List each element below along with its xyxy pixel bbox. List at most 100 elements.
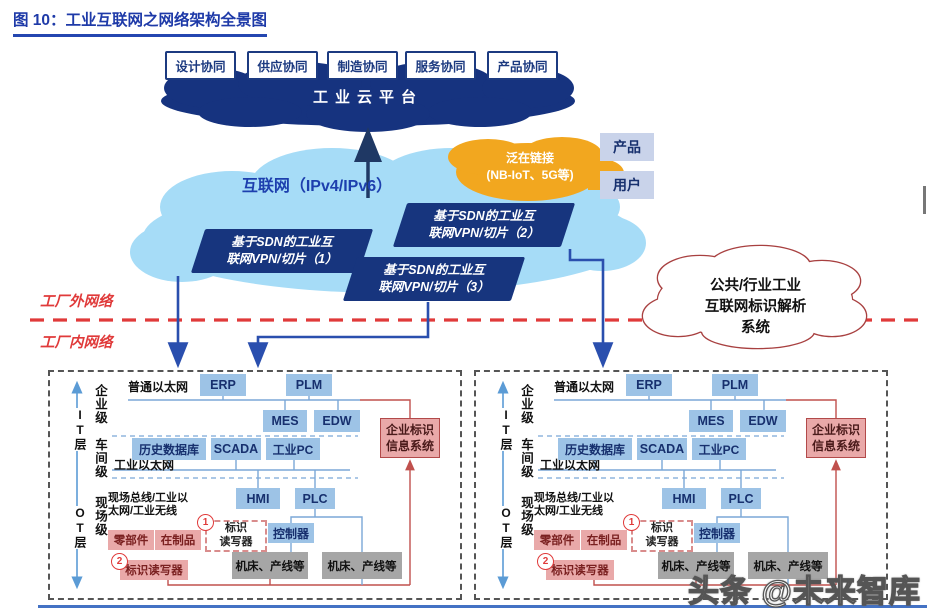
sdn-slice-1: 基于SDN的工业互 联网VPN/切片（1） [190, 229, 374, 273]
plain-ethernet-label: 普通以太网 [554, 380, 615, 394]
id-system-line2: 信息系统 [385, 439, 434, 453]
level-field-label: 现场级 [93, 496, 107, 537]
enterprise-id-system: 企业标识 信息系统 [380, 418, 440, 458]
sdn-slice-3-line1: 基于SDN的工业互 [383, 263, 485, 277]
sdn-slice-2: 基于SDN的工业互 联网VPN/切片（2） [392, 203, 576, 247]
machines-box-1: 机床、产线等 [658, 552, 734, 579]
collab-box-design: 设计协同 [165, 51, 236, 80]
resolution-line2: 互联网标识解析 [704, 299, 807, 316]
node-hmi: HMI [236, 488, 280, 509]
figure-title: 图 10：工业互联网之网络架构全景图 [13, 8, 268, 37]
level-enterprise-label: 企业级 [93, 384, 107, 425]
node-controller: 控制器 [694, 523, 740, 543]
sdn-slice-1-line2: 联网VPN/切片（1） [226, 251, 338, 266]
reader2-number-badge: 2 [111, 553, 128, 570]
id-reader-2: 标识读写器 [546, 560, 614, 580]
it-layer-label: IT层 [72, 408, 87, 451]
sdn-slice-1-line1: 基于SDN的工业互 [231, 235, 333, 249]
machines-box-2: 机床、产线等 [322, 552, 402, 579]
node-industrial-pc: 工业PC [692, 438, 746, 460]
industry-cloud-shape [161, 62, 575, 132]
node-wip: 在制品 [155, 530, 201, 550]
resolution-cloud-shape [641, 244, 868, 350]
node-plc: PLC [295, 488, 335, 509]
ot-layer-label: OT层 [72, 506, 87, 549]
node-hmi: HMI [662, 488, 706, 509]
node-parts: 零部件 [108, 530, 154, 550]
screen-edge-mark [923, 186, 926, 214]
node-erp: ERP [200, 374, 246, 396]
node-edw: EDW [740, 410, 786, 432]
node-plm: PLM [286, 374, 332, 396]
watermark: 头条 @未来智库 [687, 573, 921, 609]
factory-box-right: IT层 OT层 企业级 车间级 现场级 普通以太网 工业以太网 现场总线/工业以… [474, 370, 888, 600]
node-mes: MES [689, 410, 733, 432]
reader1-number-badge: 1 [197, 514, 214, 531]
figure-bottom-rule [38, 605, 927, 608]
factory-box-left: IT层 OT层 企业级 车间级 现场级 普通以太网 工业以太网 现场总线/工业以… [48, 370, 462, 600]
node-historian: 历史数据库 [132, 438, 206, 460]
node-plm: PLM [712, 374, 758, 396]
machines-box-1: 机床、产线等 [232, 552, 308, 579]
node-wip: 在制品 [581, 530, 627, 550]
sdn-slice-3: 基于SDN的工业互 联网VPN/切片（3） [342, 257, 526, 301]
collab-box-service: 服务协同 [405, 51, 476, 80]
id-reader-1: 标识 读写器 [631, 520, 693, 552]
node-plc: PLC [721, 488, 761, 509]
node-edw: EDW [314, 410, 360, 432]
node-scada: SCADA [637, 438, 687, 460]
fieldbus-line2: 太网/工业无线 [534, 505, 604, 518]
fieldbus-label: 现场总线/工业以 太网/工业无线 [108, 492, 188, 518]
sdn-slice-2-line2: 联网VPN/切片（2） [428, 225, 540, 240]
node-industrial-pc: 工业PC [266, 438, 320, 460]
zone-outside-label: 工厂外网络 [40, 294, 113, 310]
ubiquitous-line2: (NB-IoT、5G等) [486, 168, 574, 183]
node-scada: SCADA [211, 438, 261, 460]
id-system-line1: 企业标识 [385, 422, 434, 437]
node-historian: 历史数据库 [558, 438, 632, 460]
reader1-number-badge: 1 [623, 514, 640, 531]
fieldbus-line1: 现场总线/工业以 [108, 492, 189, 504]
collab-box-product: 产品协同 [487, 51, 558, 80]
resolution-cloud-label: 公共/行业工业 互联网标识解析 系统 [668, 276, 843, 339]
internet-cloud-label: 互联网（IPv4/IPv6） [241, 178, 393, 195]
node-mes: MES [263, 410, 307, 432]
fieldbus-label: 现场总线/工业以 太网/工业无线 [534, 492, 614, 518]
plain-ethernet-label: 普通以太网 [128, 380, 189, 394]
node-controller: 控制器 [268, 523, 314, 543]
zone-inside-label: 工厂内网络 [40, 335, 113, 351]
factory-right-lines [497, 380, 841, 590]
fieldbus-line2: 太网/工业无线 [108, 505, 178, 518]
reader1-line1: 标识 [225, 522, 247, 535]
enterprise-id-system: 企业标识 信息系统 [806, 418, 866, 458]
industry-cloud-label: 工业云平台 [312, 89, 423, 106]
id-system-line1: 企业标识 [811, 422, 860, 437]
endpoint-product: 产品 [600, 133, 654, 161]
collab-box-supply: 供应协同 [247, 51, 318, 80]
id-reader-1: 标识 读写器 [205, 520, 267, 552]
machines-box-2: 机床、产线等 [748, 552, 828, 579]
node-parts: 零部件 [534, 530, 580, 550]
fieldbus-line1: 现场总线/工业以 [534, 492, 615, 504]
resolution-line1: 公共/行业工业 [709, 278, 802, 294]
reader1-line1: 标识 [651, 522, 673, 535]
sdn-slice-2-line1: 基于SDN的工业互 [433, 209, 535, 223]
node-erp: ERP [626, 374, 672, 396]
industrial-ethernet-label: 工业以太网 [540, 458, 601, 472]
ubiquitous-cloud-shape [448, 137, 624, 201]
reader2-number-badge: 2 [537, 553, 554, 570]
endpoint-user: 用户 [600, 171, 654, 199]
resolution-line3: 系统 [741, 320, 770, 337]
it-layer-label: IT层 [498, 408, 513, 451]
slice-arrows [167, 249, 614, 369]
reader1-line2: 读写器 [645, 536, 679, 548]
reader1-line2: 读写器 [219, 536, 253, 548]
sdn-slice-3-line2: 联网VPN/切片（3） [378, 279, 490, 294]
id-reader-2: 标识读写器 [120, 560, 188, 580]
ot-layer-label: OT层 [498, 506, 513, 549]
level-field-label: 现场级 [519, 496, 533, 537]
level-workshop-label: 车间级 [519, 438, 533, 479]
level-enterprise-label: 企业级 [519, 384, 533, 425]
